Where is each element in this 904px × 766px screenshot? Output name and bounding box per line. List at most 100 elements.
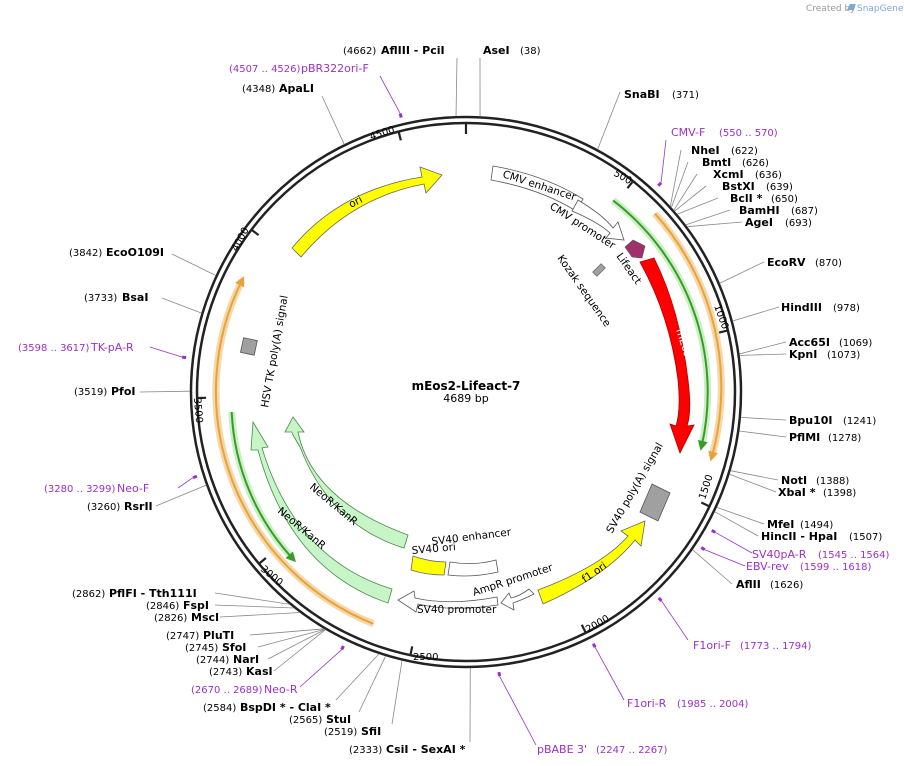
site-stui-name[interactable]: StuI bbox=[326, 713, 351, 726]
site-kpni-pos: (1073) bbox=[827, 350, 860, 361]
site-bmti-name[interactable]: BmtI bbox=[702, 156, 731, 169]
primer-mark bbox=[340, 645, 345, 651]
site-clai-name[interactable]: BspDI * - ClaI * bbox=[240, 701, 331, 714]
site-bsai-name[interactable]: BsaI bbox=[122, 291, 148, 304]
primer-pbr322ori-f-name[interactable]: pBR322ori-F bbox=[301, 62, 369, 75]
position-tick bbox=[626, 181, 634, 189]
site-bstxi-pos: (639) bbox=[766, 182, 793, 193]
site-csii-name[interactable]: CsiI - SexAI * bbox=[386, 743, 466, 756]
site-nhei-name[interactable]: NheI bbox=[691, 144, 720, 157]
site-pflmi-name[interactable]: PflMI bbox=[789, 431, 820, 444]
site-aflii-name[interactable]: AflII bbox=[736, 578, 761, 591]
primer-pbabe3-name[interactable]: pBABE 3' bbox=[537, 743, 587, 756]
primer-mark bbox=[657, 596, 663, 602]
feature-lifeact bbox=[624, 239, 646, 259]
primer-tk-pa-r-pos: (3598 .. 3617) bbox=[18, 343, 90, 354]
site-hincii-pos: (1507) bbox=[849, 532, 882, 543]
site-sfii-name[interactable]: SfiI bbox=[361, 725, 381, 738]
site-msci-name[interactable]: MscI bbox=[191, 611, 219, 624]
primer-ebv-rev-name[interactable]: EBV-rev bbox=[746, 560, 789, 573]
site-pflmi-pos: (1278) bbox=[828, 433, 861, 444]
site-noti-name[interactable]: NotI bbox=[781, 474, 807, 487]
site-bamhi-pos: (687) bbox=[791, 206, 818, 217]
site-leader-line bbox=[676, 197, 719, 215]
position-ticks bbox=[198, 124, 728, 655]
tick-label: 3500 bbox=[191, 397, 204, 423]
site-asei-name[interactable]: AseI bbox=[483, 44, 510, 57]
primer-cmv-f-name[interactable]: CMV-F bbox=[671, 126, 705, 139]
feature-ampr-promoter bbox=[500, 588, 535, 611]
site-leader-lines bbox=[139, 57, 787, 743]
site-sfii-pos: (2519) bbox=[324, 727, 357, 738]
site-pluti-name[interactable]: PluTI bbox=[203, 629, 234, 642]
primer-ebv-rev-pos: (1599 .. 1618) bbox=[800, 562, 872, 573]
site-kasi-pos: (2743) bbox=[209, 667, 242, 678]
primer-f1ori-f-name[interactable]: F1ori-F bbox=[693, 639, 731, 652]
position-tick bbox=[251, 229, 260, 237]
site-acc65i-name[interactable]: Acc65I bbox=[789, 336, 830, 349]
site-agei-name[interactable]: AgeI bbox=[745, 216, 773, 229]
site-afliii-pos: (4662) bbox=[343, 46, 376, 57]
site-acc65i-pos: (1069) bbox=[839, 338, 872, 349]
label-sv40-promoter: SV40 promoter bbox=[417, 604, 497, 616]
primer-mark bbox=[700, 546, 706, 551]
site-hincii-name[interactable]: HincII - HpaI bbox=[761, 530, 837, 543]
primer-mark bbox=[591, 642, 597, 648]
site-rsrii-name[interactable]: RsrII bbox=[124, 500, 153, 513]
site-leader-line bbox=[739, 353, 787, 356]
site-noti-pos: (1388) bbox=[816, 476, 849, 487]
primer-f1ori-r-name[interactable]: F1ori-R bbox=[627, 697, 667, 710]
site-leader-line bbox=[686, 221, 743, 228]
site-afliii-name[interactable]: AflIII - PciI bbox=[381, 44, 445, 57]
tick-label: 4000 bbox=[230, 226, 252, 254]
site-sfoi-name[interactable]: SfoI bbox=[222, 641, 246, 654]
primer-sv40pa-r-name[interactable]: SV40pA-R bbox=[752, 548, 807, 561]
primer-sv40pa-r-pos: (1545 .. 1564) bbox=[818, 550, 890, 561]
label-neokanr-1: NeoR/KanR bbox=[307, 481, 360, 528]
site-bpu10i-pos: (1241) bbox=[843, 416, 876, 427]
site-leader-line bbox=[669, 149, 682, 207]
site-snabi-pos: (371) bbox=[672, 90, 699, 101]
site-kpni-name[interactable]: KpnI bbox=[789, 348, 817, 361]
site-kasi-name[interactable]: KasI bbox=[246, 665, 273, 678]
site-xbai-pos: (1398) bbox=[823, 488, 856, 499]
primer-neo-f-name[interactable]: Neo-F bbox=[117, 482, 149, 495]
primer-mark bbox=[710, 529, 716, 534]
site-ecorv-name[interactable]: EcoRV bbox=[767, 256, 806, 269]
site-leader-line bbox=[719, 261, 765, 284]
primer-leader-line bbox=[499, 675, 537, 746]
site-leader-line bbox=[714, 511, 759, 537]
site-bamhi-name[interactable]: BamHI bbox=[739, 204, 780, 217]
plasmid-length: 4689 bp bbox=[443, 392, 488, 405]
site-fspi-name[interactable]: FspI bbox=[183, 599, 209, 612]
site-leader-line bbox=[732, 306, 780, 322]
site-xbai-name[interactable]: XbaI * bbox=[778, 486, 816, 499]
site-snabi-name[interactable]: SnaBI bbox=[624, 88, 660, 101]
site-apali-pos: (4348) bbox=[242, 84, 275, 95]
site-xcmi-name[interactable]: XcmI bbox=[713, 168, 744, 181]
site-bcli-name[interactable]: BclI * bbox=[730, 192, 763, 205]
snapgene-logo-icon bbox=[847, 4, 856, 10]
site-ecoo109i-name[interactable]: EcoO109I bbox=[106, 246, 164, 259]
site-pflfi-name[interactable]: PflFI - Tth111I bbox=[109, 587, 197, 600]
feature-sv40-ori bbox=[410, 555, 447, 576]
tick-label: 2500 bbox=[413, 652, 438, 663]
site-bpu10i-name[interactable]: Bpu10I bbox=[789, 414, 833, 427]
site-bstxi-name[interactable]: BstXI bbox=[722, 180, 755, 193]
site-bsai-pos: (3733) bbox=[84, 293, 117, 304]
label-cmv-enhancer: CMV enhancer bbox=[501, 168, 578, 203]
credit-prefix: Created by bbox=[806, 4, 856, 14]
primer-neo-r-name[interactable]: Neo-R bbox=[264, 683, 298, 696]
site-fspi-pos: (2846) bbox=[146, 601, 179, 612]
site-pflfi-pos: (2862) bbox=[72, 589, 105, 600]
site-apali-name[interactable]: ApaLI bbox=[279, 82, 314, 95]
site-mfei-name[interactable]: MfeI bbox=[767, 518, 794, 531]
site-hindiii-name[interactable]: HindIII bbox=[781, 301, 822, 314]
site-xcmi-pos: (636) bbox=[755, 170, 782, 181]
feature-sv40-promoter bbox=[397, 590, 499, 613]
primer-tk-pa-r-name[interactable]: TK-pA-R bbox=[90, 341, 134, 354]
site-leader-line bbox=[597, 91, 621, 150]
site-pfoi-name[interactable]: PfoI bbox=[111, 385, 136, 398]
site-leader-line bbox=[391, 660, 403, 725]
site-nari-name[interactable]: NarI bbox=[233, 653, 259, 666]
